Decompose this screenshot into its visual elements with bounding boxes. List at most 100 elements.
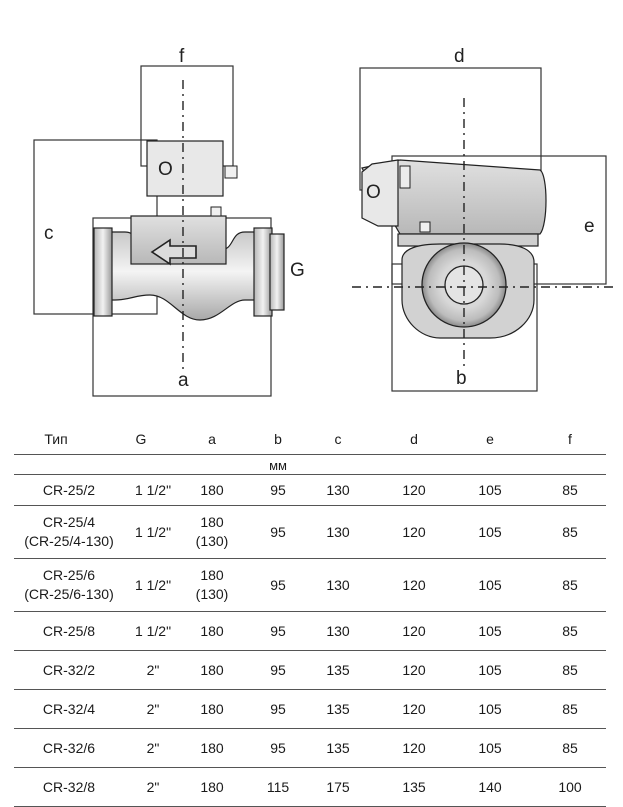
table-rule (14, 454, 606, 455)
cell-line: 180 (200, 481, 224, 498)
cell-type: CR-32/8 (14, 768, 124, 806)
cell-c: 130 (310, 559, 366, 611)
cell-line: 120 (402, 661, 426, 678)
cell-line: 135 (326, 739, 350, 756)
cell-a: 180 (184, 475, 240, 505)
cell-line: CR-25/4 (42, 514, 96, 530)
table-rule (14, 650, 606, 651)
cell-e: 105 (462, 559, 518, 611)
cell-line: 180 (200, 661, 224, 678)
cell-b: 95 (250, 690, 306, 728)
label-f: f (179, 46, 185, 67)
cell-b: 95 (250, 612, 306, 650)
label-a: a (178, 370, 189, 391)
cell-b: 95 (250, 651, 306, 689)
cell-line: 180 (200, 514, 224, 530)
cell-line: 2" (146, 778, 160, 795)
cell-line: CR-32/8 (42, 778, 96, 795)
cell-g: 1 1/2" (118, 559, 188, 611)
cell-line: 95 (270, 739, 286, 756)
cell-line: 105 (478, 739, 502, 756)
cell-line: 2" (146, 661, 160, 678)
cell-line: CR-25/6 (42, 567, 96, 583)
cell-line: (130) (195, 533, 229, 549)
cell-line: 1 1/2" (134, 481, 172, 498)
cell-a: 180 (184, 612, 240, 650)
cell-line: 180 (200, 778, 224, 795)
cell-c: 135 (310, 690, 366, 728)
label-g: G (290, 260, 305, 281)
cell-b: 95 (250, 559, 306, 611)
cell-line: 180 (200, 739, 224, 756)
cell-line: 130 (326, 481, 350, 498)
cell-line: 105 (478, 576, 502, 593)
cell-type: CR-32/4 (14, 690, 124, 728)
cell-line: CR-32/2 (42, 661, 96, 678)
cell-line: 180 (200, 622, 224, 639)
cell-line: 85 (562, 523, 578, 540)
cell-line: 120 (402, 739, 426, 756)
flow-arrow-icon (150, 238, 197, 266)
cell-line: 120 (402, 481, 426, 498)
cell-c: 130 (310, 612, 366, 650)
cell-a: 180 (184, 729, 240, 767)
cell-b: 95 (250, 506, 306, 558)
cell-line: 95 (270, 523, 286, 540)
cell-line: 130 (326, 622, 350, 639)
cell-f: 100 (542, 768, 598, 806)
col-header-e: e (486, 430, 494, 447)
col-header-c: c (334, 430, 342, 447)
cell-d: 120 (386, 729, 442, 767)
table-rule (14, 728, 606, 729)
cell-f: 85 (542, 506, 598, 558)
cell-line: 85 (562, 700, 578, 717)
col-header-g: G (135, 430, 147, 447)
cell-line: 120 (402, 700, 426, 717)
cell-b: 95 (250, 475, 306, 505)
cell-c: 130 (310, 506, 366, 558)
cell-e: 105 (462, 475, 518, 505)
table-header-row: Тип G a b c d e f (14, 428, 606, 450)
cell-a: 180 (130) (184, 506, 240, 558)
unit-label: мм (269, 457, 287, 473)
cell-line: 85 (562, 622, 578, 639)
cell-line: CR-25/8 (42, 622, 96, 639)
label-d: d (454, 46, 465, 67)
cell-c: 130 (310, 475, 366, 505)
cell-line: 1 1/2" (134, 576, 172, 593)
label-e: e (584, 216, 595, 237)
cell-e: 105 (462, 651, 518, 689)
cell-d: 120 (386, 475, 442, 505)
side-view: O f c G a (33, 46, 305, 397)
table-rule (14, 611, 606, 612)
cell-line: CR-32/6 (42, 739, 96, 756)
cell-c: 135 (310, 729, 366, 767)
cell-line: (130) (195, 586, 229, 602)
cell-g: 2" (118, 690, 188, 728)
cell-line: 115 (266, 778, 290, 795)
cell-type: CR-25/2 (14, 475, 124, 505)
cell-line: 105 (478, 661, 502, 678)
cell-type: CR-32/6 (14, 729, 124, 767)
cell-line: 180 (200, 567, 224, 583)
cell-line: (CR-25/6-130) (24, 586, 114, 602)
col-header-a: a (208, 430, 216, 447)
switch-mark-front: O (366, 182, 381, 203)
cell-f: 85 (542, 559, 598, 611)
cell-line: 135 (326, 700, 350, 717)
cell-g: 2" (118, 651, 188, 689)
cell-d: 135 (386, 768, 442, 806)
cell-line: CR-32/4 (42, 700, 96, 717)
cell-f: 85 (542, 612, 598, 650)
cell-line: 85 (562, 661, 578, 678)
cell-line: 100 (558, 778, 582, 795)
col-header-d: d (410, 430, 418, 447)
cell-e: 140 (462, 768, 518, 806)
cell-line: 120 (402, 576, 426, 593)
table-rule (14, 505, 606, 506)
cell-line: 95 (270, 481, 286, 498)
cell-line: 105 (478, 481, 502, 498)
